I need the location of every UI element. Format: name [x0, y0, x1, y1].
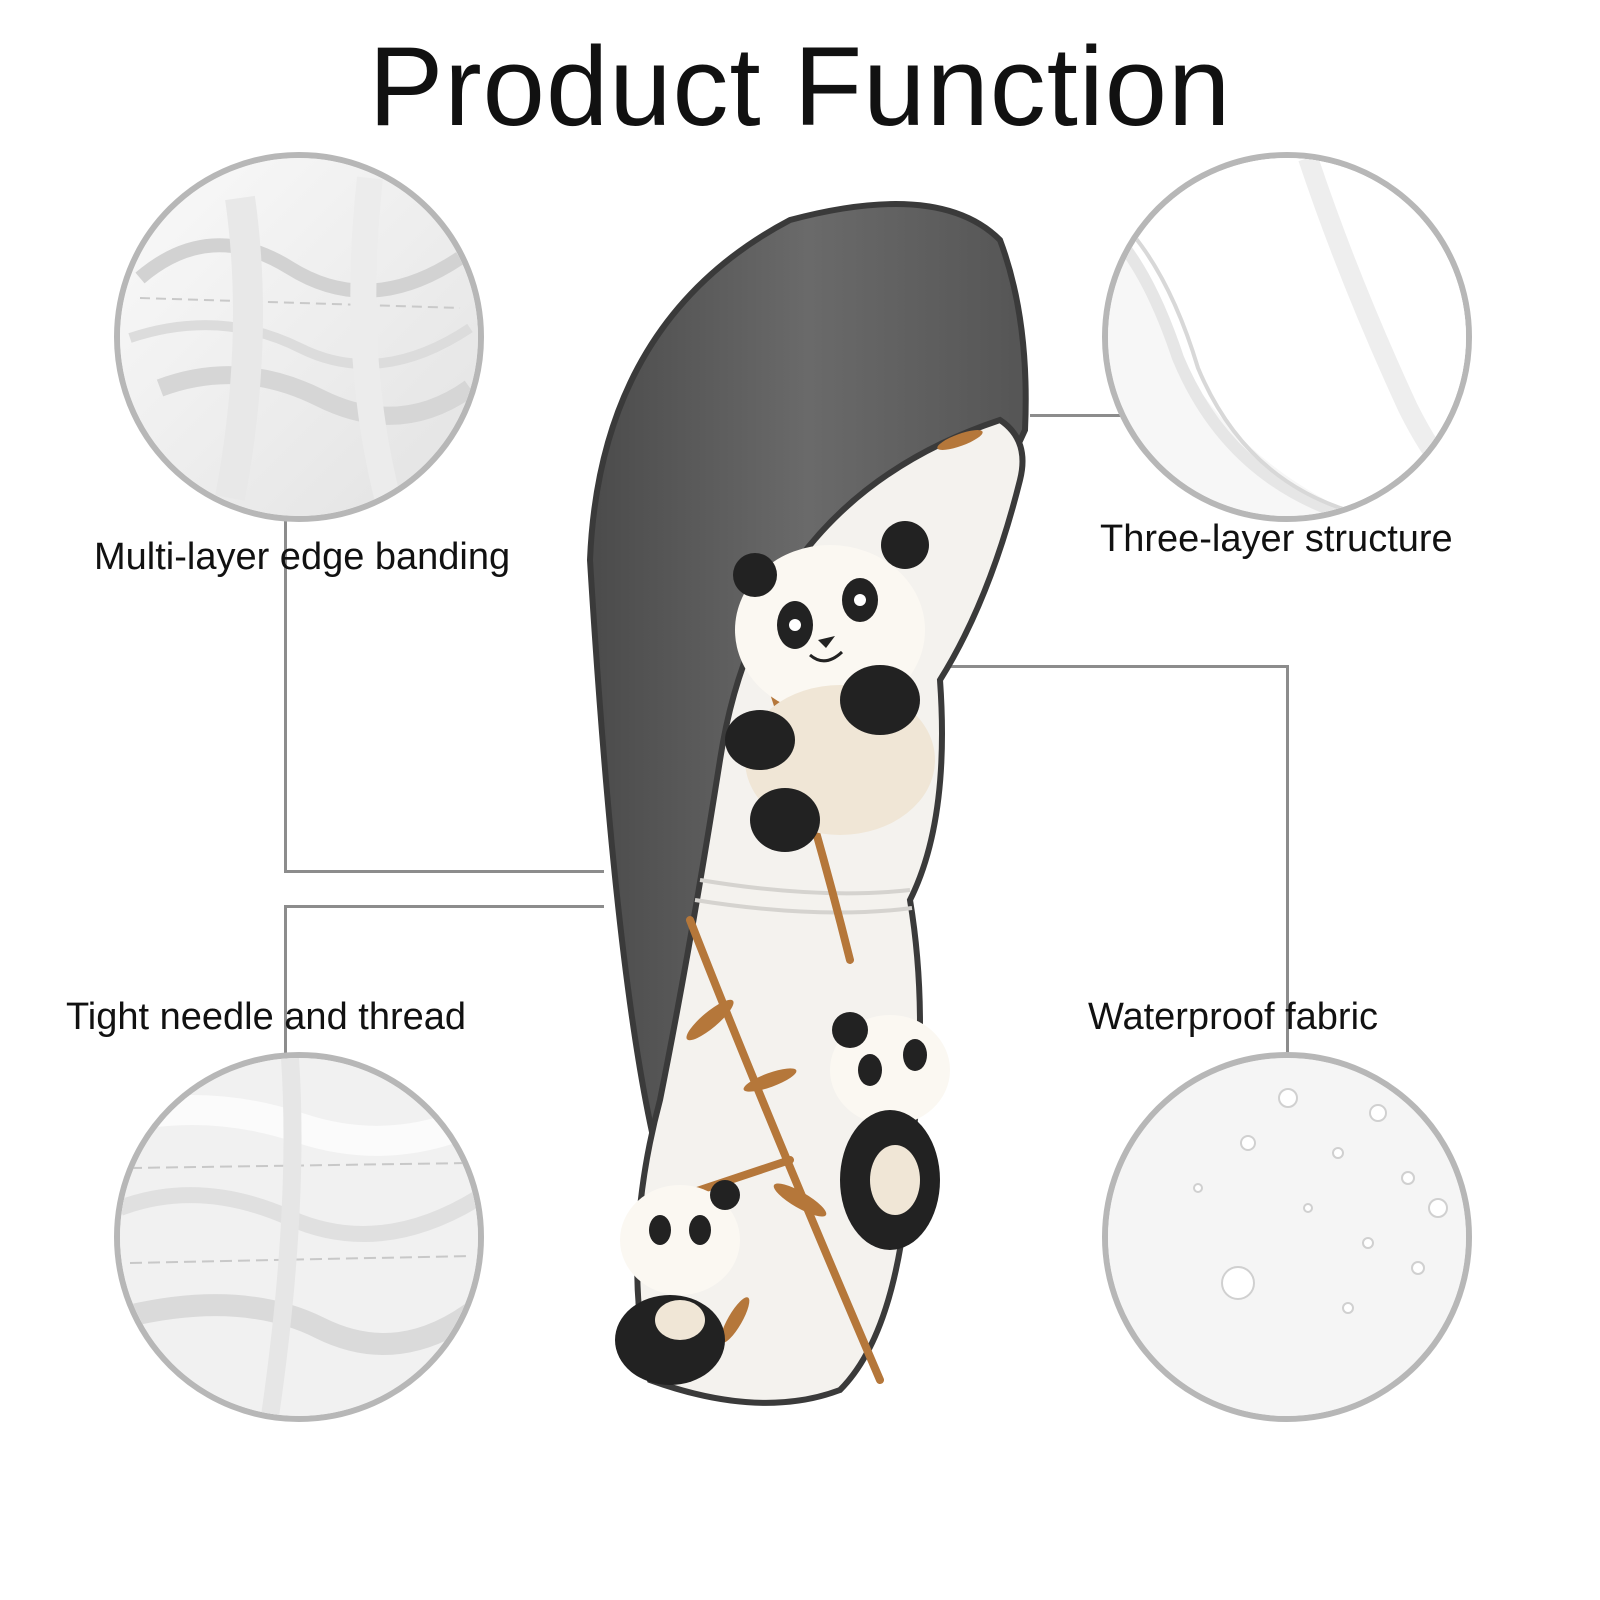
- waterproof-label: Waterproof fabric: [1088, 996, 1379, 1038]
- three-layer-detail-image: [1102, 152, 1472, 522]
- needle-thread-label: Tight needle and thread: [66, 996, 467, 1038]
- callout-line-three-layer: [1030, 414, 1122, 417]
- panda-illustration: [725, 521, 935, 852]
- callout-line-edge-horizontal: [284, 870, 604, 873]
- waterproof-detail-image: [1102, 1052, 1472, 1422]
- callout-line-needle-vertical: [284, 905, 287, 1055]
- callout-line-waterproof-horizontal: [920, 665, 1289, 668]
- callout-line-needle-horizontal: [284, 905, 604, 908]
- edge-banding-detail-image: [114, 152, 484, 522]
- callout-line-waterproof-vertical: [1286, 665, 1289, 1060]
- panda-headcover-image: [560, 200, 1060, 1450]
- callout-line-edge-vertical: [284, 510, 287, 872]
- page-title: Product Function: [368, 24, 1232, 149]
- needle-thread-detail-image: [114, 1052, 484, 1422]
- three-layer-label: Three-layer structure: [1100, 518, 1453, 560]
- edge-banding-label: Multi-layer edge banding: [94, 536, 511, 578]
